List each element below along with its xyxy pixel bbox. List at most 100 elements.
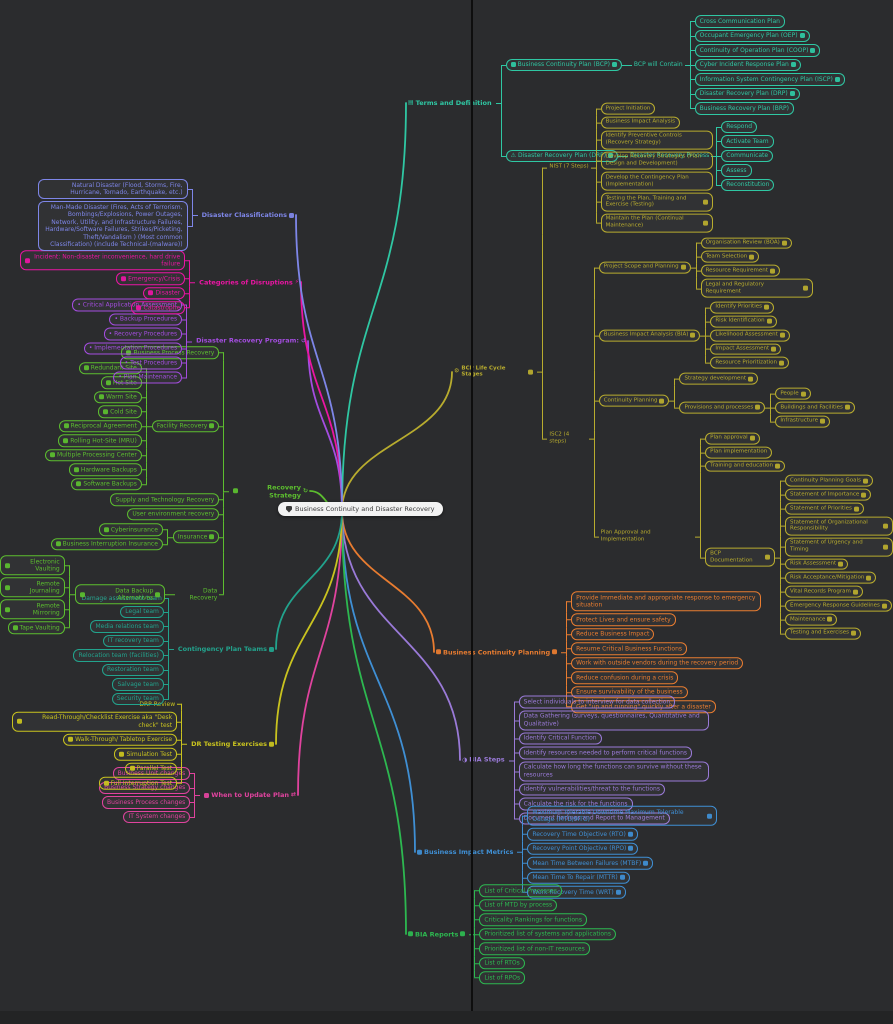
mindmap-node[interactable]: Vital Records Program xyxy=(785,585,863,598)
branch-root-node[interactable]: Business Impact Metrics xyxy=(413,846,517,857)
mindmap-node[interactable]: Prioritized list of systems and applicat… xyxy=(479,927,616,941)
mindmap-node[interactable]: Select individuals to interview for data… xyxy=(518,695,676,708)
mindmap-node[interactable]: Read-Through/Checklist Exercise aka "Des… xyxy=(12,711,178,732)
mindmap-node[interactable]: Identify Priorities xyxy=(710,301,774,314)
mindmap-node[interactable]: DRP Review xyxy=(137,699,177,710)
mindmap-node[interactable]: • Plan Maintenance xyxy=(113,371,183,384)
branch-root-node[interactable]: BIA Reports xyxy=(404,928,469,939)
mindmap-node[interactable]: Continuity of Operation Plan (COOP) xyxy=(694,44,821,57)
mindmap-node[interactable]: • Backup Procedures xyxy=(109,313,183,326)
mindmap-node[interactable]: Risk Acceptance/Mitigation xyxy=(785,572,877,584)
central-topic[interactable]: Business Continuity and Disaster Recover… xyxy=(278,502,443,516)
mindmap-node[interactable]: Reciprocal Agreement xyxy=(58,419,142,433)
mindmap-node[interactable]: Catastrophe xyxy=(131,301,186,314)
mindmap-node[interactable]: Insurance xyxy=(172,530,220,543)
mindmap-node[interactable]: Buildings and Facilities xyxy=(775,401,855,414)
mindmap-node[interactable]: Impact Assessment xyxy=(710,343,782,355)
mindmap-node[interactable]: Maintain the Plan (Continual Maintenance… xyxy=(600,213,713,233)
mindmap-node[interactable]: Communicate xyxy=(721,149,774,162)
mindmap-node[interactable]: List of RPOs xyxy=(479,971,526,984)
mindmap-node[interactable]: Work Recovery Time (WRT) xyxy=(527,885,626,899)
mindmap-node[interactable]: Organisation Review (BOA) xyxy=(700,237,792,249)
mindmap-node[interactable]: IT System changes xyxy=(123,810,191,823)
mindmap-node[interactable]: Hardware Backups xyxy=(68,463,142,476)
mindmap-node[interactable]: Man-Made Disaster (Fires, Acts of Terror… xyxy=(37,201,188,251)
branch-root-node[interactable]: Recovery Strategy↻ xyxy=(229,481,312,500)
mindmap-node[interactable]: Emergency Response Guidelines xyxy=(785,599,892,612)
mindmap-node[interactable]: List of Critical Processes xyxy=(479,884,562,897)
mindmap-node[interactable]: Business Process changes xyxy=(102,796,191,809)
mindmap-node[interactable]: Business Recovery Plan (BRP) xyxy=(694,102,794,115)
mindmap-node[interactable]: Electronic Vaulting xyxy=(0,555,65,576)
mindmap-node[interactable]: Testing and Exercises xyxy=(785,627,861,640)
mindmap-node[interactable]: • Test Procedures xyxy=(119,356,183,369)
mindmap-node[interactable]: Cross Communication Plan xyxy=(694,15,785,28)
mindmap-node[interactable]: Salvage team xyxy=(112,678,164,691)
mindmap-node[interactable]: Likelihood Assessment xyxy=(710,329,790,342)
mindmap-node[interactable]: Data Recovery xyxy=(175,586,219,604)
mindmap-node[interactable]: Mean Time Between Failures (MTBF) xyxy=(527,856,654,870)
mindmap-node[interactable]: Statement of Urgency and Timing xyxy=(785,537,893,557)
mindmap-node[interactable]: Business Impact Analysis xyxy=(600,116,681,129)
mindmap-node[interactable]: Maintenance xyxy=(785,613,838,626)
mindmap-node[interactable]: Risk Identification xyxy=(710,315,777,328)
mindmap-node[interactable]: Occupant Emergency Plan (OEP) xyxy=(694,29,810,42)
mindmap-node[interactable]: Calculate the risk for the functions xyxy=(518,797,633,810)
mindmap-node[interactable]: Team Selection xyxy=(700,251,760,263)
mindmap-node[interactable]: Develop Recovery Strategies (Plan Design… xyxy=(600,151,713,170)
mindmap-node[interactable]: Risk Assessment xyxy=(785,558,849,570)
mindmap-node[interactable]: Criticality Rankings for functions xyxy=(479,913,587,926)
mindmap-node[interactable]: Cold Site xyxy=(98,405,142,418)
mindmap-node[interactable]: Plan approval xyxy=(705,432,760,445)
mindmap-node[interactable]: List of RTOs xyxy=(479,956,525,970)
mindmap-node[interactable]: Training and education xyxy=(705,460,785,472)
mindmap-node[interactable]: Remote Mirroring xyxy=(0,599,65,620)
mindmap-node[interactable]: Reduce confusion during a crisis xyxy=(571,671,679,684)
mindmap-node[interactable]: Tape Vaulting xyxy=(7,621,65,634)
mindmap-node[interactable]: Statement of Organizational Responsibili… xyxy=(785,516,893,536)
branch-root-node[interactable]: Contingency Plan Teams xyxy=(174,643,278,654)
mindmap-node[interactable]: Recovery Time Objective (RTO) xyxy=(527,827,638,841)
mindmap-node[interactable]: • Recovery Procedures xyxy=(103,327,183,340)
mindmap-node[interactable]: Business Interruption Insurance xyxy=(50,537,163,551)
mindmap-node[interactable]: People xyxy=(775,387,811,400)
mindmap-node[interactable]: Disaster Recovery Process xyxy=(628,151,711,162)
mindmap-node[interactable]: Assess xyxy=(721,164,752,177)
mindmap-node[interactable]: Business Impact Analysis (BIA) xyxy=(598,329,701,342)
mindmap-node[interactable]: Mean Time To Repair (MTTR) xyxy=(527,871,630,884)
mindmap-node[interactable]: Provide Immediate and appropriate respon… xyxy=(571,591,762,612)
mindmap-node[interactable]: Plan implementation xyxy=(705,446,773,459)
mindmap-node[interactable]: Warm Site xyxy=(93,390,142,404)
mindmap-node[interactable]: Identify Critical Function xyxy=(518,732,602,745)
mindmap-node[interactable]: Activate Team xyxy=(721,135,774,148)
mindmap-node[interactable]: Statement of Importance xyxy=(785,488,872,501)
mindmap-node[interactable]: Cyberinsurance xyxy=(98,523,163,536)
mindmap-node[interactable]: User environment recovery xyxy=(127,507,220,521)
branch-root-node[interactable]: DR Testing Exercises xyxy=(187,738,278,749)
mindmap-node[interactable]: ISC2 (4 steps) xyxy=(547,430,588,447)
mindmap-node[interactable]: Remote Journaling xyxy=(0,577,65,598)
mindmap-node[interactable]: Recovery Point Objective (RPO) xyxy=(527,842,639,855)
mindmap-node[interactable]: Get "up and running" quickly after a dis… xyxy=(571,700,716,713)
mindmap-node[interactable]: Data Backup Alternatives xyxy=(74,584,166,605)
branch-root-node[interactable]: Disaster Classifications xyxy=(198,209,298,220)
mindmap-node[interactable]: Identify resources needed to perform cri… xyxy=(518,746,693,759)
branch-root-node[interactable]: ⚙BCP Life Cycle Stages xyxy=(450,364,537,381)
branch-root-node[interactable]: Business Continuity Planning xyxy=(432,646,561,657)
mindmap-node[interactable]: Legal and Regulatory Requirement xyxy=(700,278,813,298)
mindmap-node[interactable]: Maximum Tolerable Downtime Maximum Toler… xyxy=(527,805,718,826)
mindmap-node[interactable]: Identify Preventive Controls (Recovery S… xyxy=(600,130,713,150)
mindmap-node[interactable]: Relocation team (facilities) xyxy=(73,649,164,662)
mindmap-node[interactable]: BCP will Contain xyxy=(632,60,685,71)
mindmap-node[interactable]: Data Gathering (surveys, questionnaires,… xyxy=(518,710,709,730)
mindmap-node[interactable]: Project Initiation xyxy=(600,102,656,115)
mindmap-node[interactable]: Resource Prioritization xyxy=(710,357,789,369)
mindmap-node[interactable]: ⚠Disaster Recovery Plan (DRP) xyxy=(505,149,619,162)
mindmap-node[interactable]: Damage assessment team xyxy=(80,593,164,604)
branch-root-node[interactable]: When to Update Plan⇄ xyxy=(200,789,300,800)
mindmap-node[interactable]: Supply and Technology Recovery xyxy=(110,493,220,506)
mindmap-node[interactable]: Multiple Processing Center xyxy=(44,448,142,462)
mindmap-node[interactable]: Protect Lives and ensure safety xyxy=(571,613,676,626)
mindmap-node[interactable]: Resource Requirement xyxy=(700,264,780,277)
branch-root-node[interactable]: ▤Terms and Definition xyxy=(404,97,496,108)
